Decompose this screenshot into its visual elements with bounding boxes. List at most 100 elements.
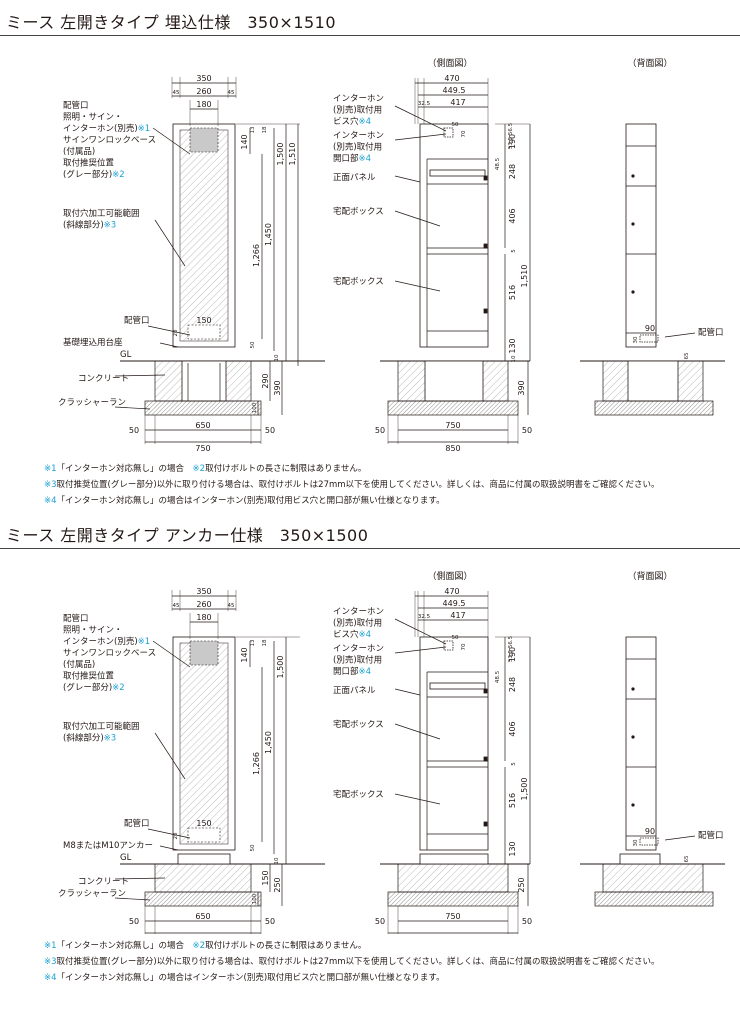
front-callout: インターホン(別売)※1 xyxy=(63,123,150,134)
section-2-notes: ※1「インターホン対応無し」の場合 ※2取付けボルトの長さに制限はありません。 ※… xyxy=(44,938,660,986)
crusher-run xyxy=(144,891,262,907)
dim-side-below: 390 xyxy=(517,380,526,395)
label-text: (付属品) xyxy=(63,659,95,670)
concrete-label: コンクリート xyxy=(78,374,129,384)
front-callout: 配管口 xyxy=(63,100,89,111)
front-callout: (グレー部分)※2 xyxy=(63,169,125,180)
leader xyxy=(152,127,191,155)
leader xyxy=(114,374,166,377)
dim-side-50r: 50 xyxy=(522,426,532,435)
dim-140: 140 xyxy=(240,647,249,662)
dim-50: 50 xyxy=(250,844,256,851)
dim-side-h-3: 516 xyxy=(508,285,517,300)
back-pipe-callout: 配管口 xyxy=(698,830,724,841)
back-body xyxy=(625,123,657,348)
range-callout: (斜線部分)※3 xyxy=(63,733,116,744)
label-text: (別売)取付用 xyxy=(333,142,382,153)
label-text: (グレー部分) xyxy=(63,169,112,180)
front-panel-slot xyxy=(429,682,486,690)
dim-45: 45 xyxy=(173,90,180,96)
side-callout-opening: インターホン xyxy=(333,644,384,654)
note-text: 「インターホン対応無し」の場合 xyxy=(56,941,193,951)
leader xyxy=(152,640,191,668)
crusher-label: クラッシャーラン xyxy=(58,398,126,408)
front-callout: 照明・サイン・ xyxy=(63,626,123,636)
label-text: 照明・サイン・ xyxy=(63,113,123,123)
label-text: 宅配ボックス xyxy=(333,206,384,217)
back-view-heading: （背面図） xyxy=(627,57,672,69)
label-text: (斜線部分) xyxy=(63,733,104,744)
dim-449: 449.5 xyxy=(443,86,466,95)
dim-side-h-1: 248 xyxy=(508,677,517,692)
dim-1266: 1,266 xyxy=(252,244,261,267)
dim-side-10: 10 xyxy=(511,355,517,362)
side-callout-screw: (別売)取付用 xyxy=(333,105,382,116)
back-pipe-port xyxy=(639,334,659,343)
dim-20: 20 xyxy=(173,832,179,839)
dim-1450: 1,450 xyxy=(264,223,273,246)
side-callout-panel: 正面パネル xyxy=(333,173,376,183)
dim-5: 5 xyxy=(511,762,517,766)
leader xyxy=(147,325,191,336)
side-callout-screw: (別売)取付用 xyxy=(333,618,382,629)
label-text: 取付推奨位置 xyxy=(63,671,115,682)
dim-650: 650 xyxy=(195,912,210,921)
side-callout-screw: インターホン xyxy=(333,607,384,617)
label-text: 配管口 xyxy=(124,818,150,829)
note-line: ※3取付推奨位置(グレー部分)以外に取り付ける場合は、取付けボルトは27mm以下… xyxy=(44,477,660,493)
dim-100: 100 xyxy=(252,893,258,904)
dim-side-h-2: 406 xyxy=(508,721,517,736)
label-text: サインワンロックベース xyxy=(63,649,156,659)
label-text: 配管口 xyxy=(63,613,89,624)
leader xyxy=(394,688,421,696)
label-text: GL xyxy=(120,350,132,360)
dim-10: 10 xyxy=(274,857,280,864)
dim-650: 650 xyxy=(195,421,210,430)
note-text: 「インターホン対応無し」の場合はインターホン(別売)取付用ビス穴と開口部が無い仕… xyxy=(56,496,445,506)
intercom-screw-holes xyxy=(443,127,454,138)
dim-side-total: 1,500 xyxy=(520,778,529,801)
dim-45b: 45 xyxy=(228,603,235,609)
dim-470: 470 xyxy=(444,74,459,83)
back-bolt xyxy=(631,687,635,691)
front-callout: サインワンロックベース xyxy=(63,136,156,146)
handle xyxy=(483,175,488,181)
dim-417: 417 xyxy=(450,98,465,107)
dim-5: 5 xyxy=(511,249,517,253)
dim-470: 470 xyxy=(444,587,459,596)
front-callout: 照明・サイン・ xyxy=(63,113,123,123)
dim-side-h-0: 190 xyxy=(508,647,517,662)
label-mark: ※3 xyxy=(104,734,117,744)
note-mark: ※4 xyxy=(44,496,57,506)
bottom-pipe-port xyxy=(187,324,221,340)
dim-1266: 1,266 xyxy=(252,752,261,775)
dim-side-h-4: 130 xyxy=(508,338,517,353)
dim-1500: 1,500 xyxy=(276,656,285,679)
dim-side-850: 850 xyxy=(445,444,460,453)
dim-side-750: 750 xyxy=(445,421,460,430)
section-2-title: ミース 左開きタイプ アンカー仕様 350×1500 xyxy=(6,526,369,545)
back-bolt xyxy=(631,222,635,226)
note-line: ※1「インターホン対応無し」の場合 ※2取付けボルトの長さに制限はありません。 xyxy=(44,938,660,954)
embed-base xyxy=(181,360,227,402)
label-mark: ※4 xyxy=(359,630,372,640)
note-line: ※4「インターホン対応無し」の場合はインターホン(別売)取付用ビス穴と開口部が無… xyxy=(44,970,660,986)
side-callout-screw: ビス穴※4 xyxy=(333,629,371,640)
back-crusher-run xyxy=(594,400,714,416)
crusher-label: クラッシャーラン xyxy=(58,889,126,899)
dim-20: 20 xyxy=(173,329,179,336)
label-mark: ※1 xyxy=(138,637,151,647)
label-text: 宅配ボックス xyxy=(333,719,384,730)
front-callout: サインワンロックベース xyxy=(63,649,156,659)
label-text: 開口部 xyxy=(333,666,359,677)
dim-13: 13 xyxy=(250,126,256,133)
label-text: (付属品) xyxy=(63,146,95,157)
dim-260: 260 xyxy=(196,600,211,609)
dim-side-h-1: 248 xyxy=(508,164,517,179)
leader xyxy=(394,618,447,645)
dim-750: 750 xyxy=(195,444,210,453)
note-text: 取付推奨位置(グレー部分)以外に取り付ける場合は、取付けボルトは27mm以下を使… xyxy=(56,957,660,967)
leader xyxy=(394,133,447,141)
